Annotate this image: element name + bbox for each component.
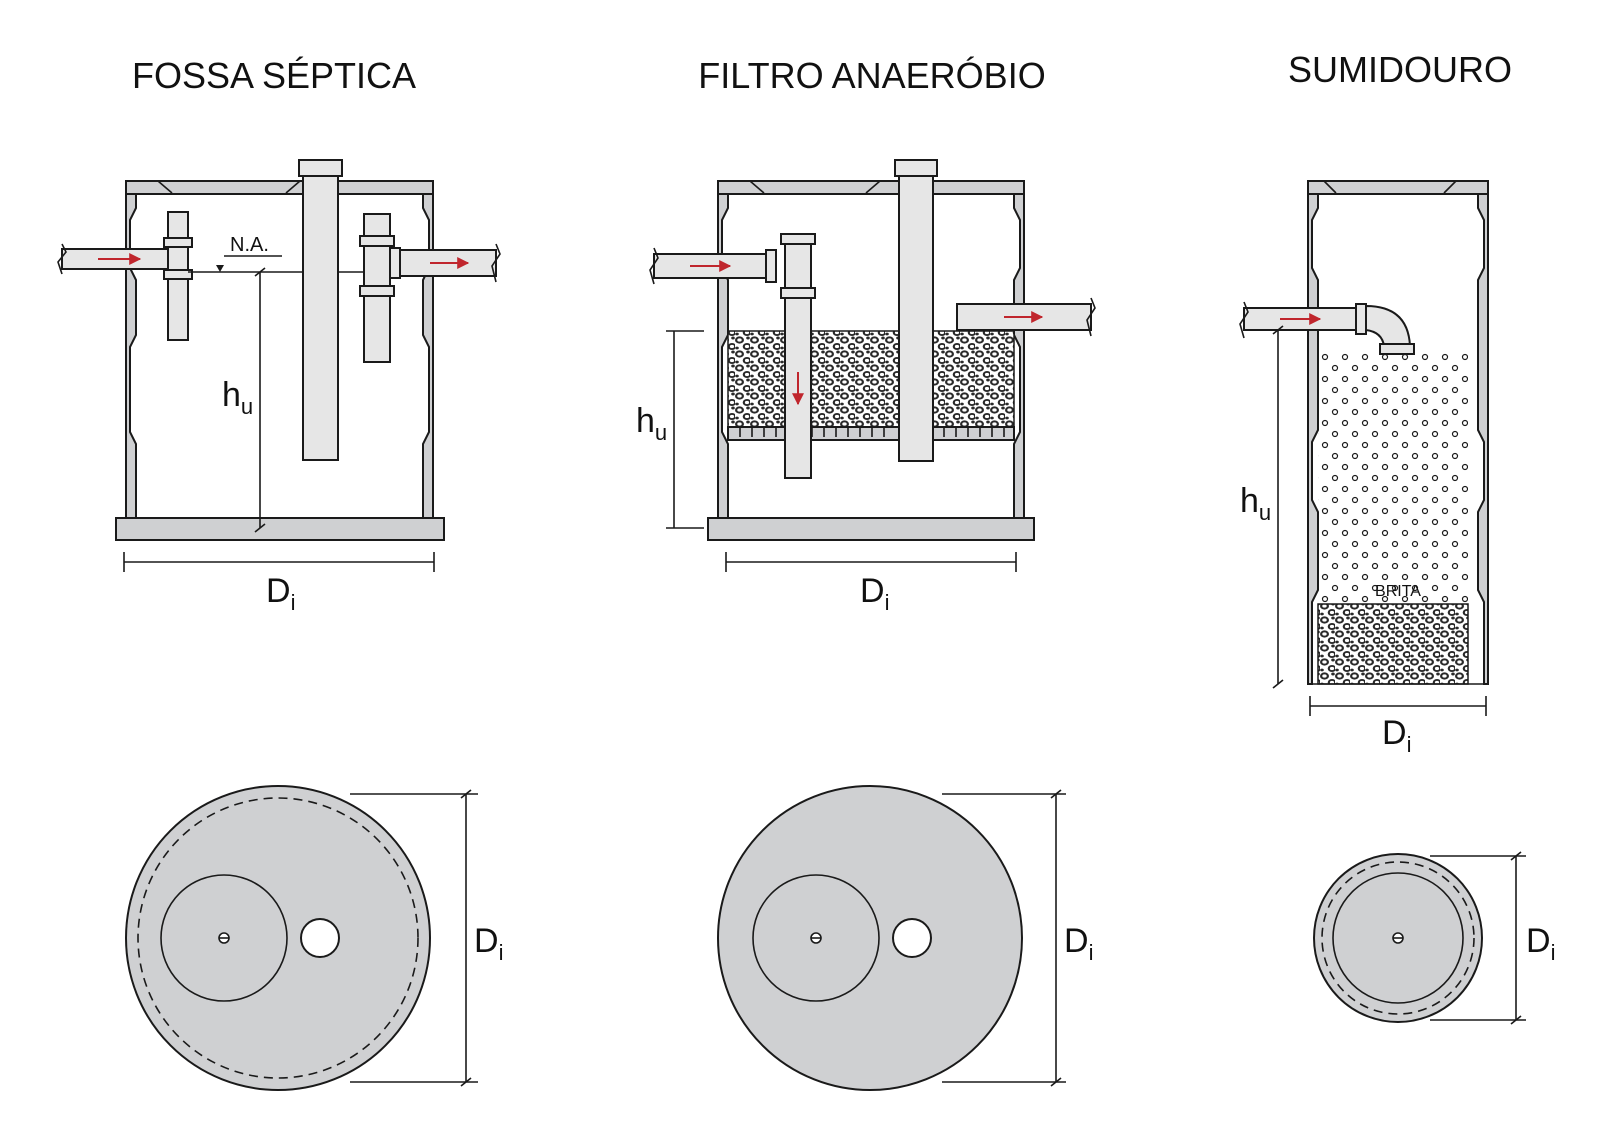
sumidouro-plan-tick-top [1510, 851, 1522, 861]
fossa-plan-tick-top [460, 789, 472, 799]
fossa-top-slab [125, 180, 434, 195]
filtro-left-wall [717, 180, 729, 531]
filtro-top-slab [717, 180, 1025, 195]
sumidouro-plan: Di [1313, 851, 1555, 1025]
sumidouro-hu-label: hu [1240, 482, 1271, 525]
sumidouro-brita-label: BRITA [1375, 583, 1421, 600]
filtro-support-slab [727, 426, 1015, 441]
fossa-plan-disk [125, 785, 431, 1091]
fossa-base [115, 517, 445, 541]
fossa-tee-joint-bottom [163, 269, 193, 280]
sumidouro-elbow [1365, 304, 1412, 347]
fossa-na-label: N.A. [230, 234, 269, 256]
filtro-plan-tick-top [1050, 789, 1062, 799]
filtro-plan-tick-bottom [1050, 1077, 1062, 1087]
fossa-hu-label: hu [222, 376, 253, 419]
sumidouro-plan-di-label: Di [1526, 922, 1555, 965]
filtro-down-joint-top [780, 233, 816, 245]
fossa-plan-di-label: Di [474, 922, 503, 965]
fossa-di-label: Di [266, 572, 295, 615]
filtro-inlet-break [649, 247, 659, 285]
sumidouro-right-wall [1477, 180, 1489, 685]
sumidouro-di-label: Di [1382, 714, 1411, 757]
sumidouro-dotted-fill [1318, 350, 1468, 604]
fossa-hu-tick-bottom [254, 523, 266, 533]
sumidouro-section: BRITA hu Di [1239, 180, 1489, 757]
fossa-vent-pipe [302, 173, 339, 461]
sumidouro-top-slab [1307, 180, 1489, 195]
filtro-down-pipe [784, 235, 812, 479]
fossa-outlet-joint-bottom [359, 285, 395, 297]
filtro-section: hu Di [636, 159, 1096, 615]
sumidouro-hu-tick-top [1272, 325, 1284, 335]
filtro-right-wall [1013, 180, 1025, 531]
sumidouro-plan-manhole [1332, 872, 1464, 1004]
fossa-plan-inner-wall [137, 797, 419, 1079]
fossa-section: N.A. hu Di [57, 159, 501, 615]
filtro-inlet-pipe [653, 253, 767, 279]
sumidouro-left-wall [1307, 180, 1319, 685]
filtro-base [707, 517, 1035, 541]
filtro-plan-vent-opening [892, 918, 932, 958]
title-filtro-anaerobio: FILTRO ANAERÓBIO [698, 55, 1045, 96]
filtro-inlet-collar [765, 249, 777, 283]
filtro-plan: Di [717, 785, 1093, 1091]
fossa-left-wall [125, 180, 137, 531]
sumidouro-inlet-break [1239, 301, 1249, 339]
sumidouro-plan-inner-wall [1321, 861, 1475, 1015]
fossa-outlet-collar [389, 247, 401, 279]
fossa-vent-cap [298, 159, 343, 177]
fossa-plan: Di [125, 785, 503, 1091]
filtro-plan-di-label: Di [1064, 922, 1093, 965]
filtro-vent-cap [894, 159, 938, 177]
filtro-hu-label: hu [636, 402, 667, 445]
filtro-outlet-break [1086, 297, 1096, 337]
filtro-lid-joints [749, 180, 881, 194]
fossa-na-marker [216, 265, 224, 272]
filtro-vent-pipe [898, 173, 934, 462]
sumidouro-elbow-outlet [1379, 343, 1415, 355]
fossa-lid-joints [157, 180, 301, 194]
filtro-plan-manhole [752, 874, 880, 1002]
filtro-gravel-bed [727, 330, 1015, 428]
fossa-outlet-break [491, 243, 501, 283]
filtro-down-joint-bottom [780, 287, 816, 299]
fossa-right-wall [422, 180, 434, 531]
sumidouro-gravel-layer [1317, 603, 1469, 685]
sumidouro-hu-tick-bottom [1272, 679, 1284, 689]
fossa-outlet-joint-top [359, 235, 395, 247]
fossa-inlet-break [57, 243, 67, 275]
fossa-tee-joint-top [163, 237, 193, 248]
fossa-hu-tick-top [254, 267, 266, 277]
sumidouro-lid-joints [1323, 180, 1457, 194]
filtro-di-label: Di [860, 572, 889, 615]
sumidouro-elbow-collar [1355, 303, 1367, 335]
title-sumidouro: SUMIDOURO [1288, 49, 1512, 90]
fossa-plan-tick-bottom [460, 1077, 472, 1087]
sumidouro-plan-tick-bottom [1510, 1015, 1522, 1025]
title-fossa-septica: FOSSA SÉPTICA [132, 55, 416, 96]
filtro-plan-disk [717, 785, 1023, 1091]
fossa-plan-vent-opening [300, 918, 340, 958]
fossa-plan-manhole [160, 874, 288, 1002]
